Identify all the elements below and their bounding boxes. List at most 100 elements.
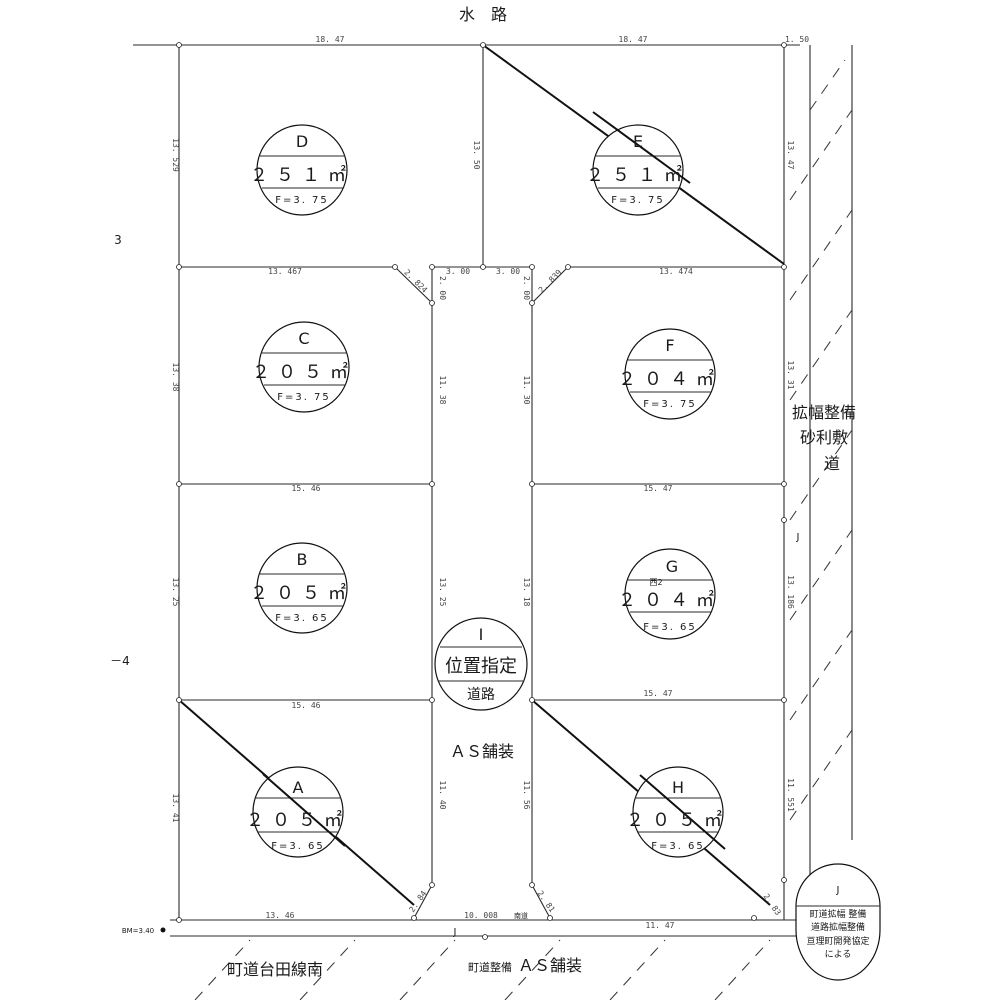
dim-d-left: 13. 529 [171,138,180,172]
right-road-label-1: 拡幅整備 [792,403,856,422]
lot-d[interactable]: D ２５１㎡ F=3. 75 [250,124,354,216]
dim-g-right: 13. 186 [786,575,795,609]
lot-b-circle [256,542,348,634]
dim-ef-divider: 13. 474 [659,267,693,276]
survey-points [176,42,813,940]
hatch-line [789,209,853,301]
lot-c-area: ２０５㎡ [252,361,356,383]
survey-point [529,300,535,306]
survey-point [480,42,486,48]
lot-b-f: F=3. 65 [275,613,329,624]
lot-a-diagonal [262,773,346,847]
lot-f-letter: F [665,336,674,355]
hatch-line [789,109,853,201]
lot-g-note: 西2 [649,578,662,587]
lot-c-letter: C [298,329,309,348]
dim-top-right: 18. 47 [619,35,648,44]
survey-point [529,264,535,270]
dim-corner-c: 2. 824 [402,268,429,295]
dim-c-right: 11. 38 [438,376,447,405]
survey-point [529,882,535,888]
dim-b-left: 13. 25 [171,578,180,607]
lot-a-f: F=3. 65 [271,841,325,852]
survey-point [547,915,553,921]
dim-top-strip: 1. 50 [785,35,809,44]
dim-corner-h-right: 2. 83 [761,892,782,917]
hatch-line [789,729,853,821]
lot-i-line2: 道路 [467,687,495,703]
lot-f-circle [624,328,716,420]
survey-point [781,264,787,270]
survey-point [176,481,182,487]
right-road-hatching [789,59,853,821]
survey-point [176,917,182,923]
hatch-line [789,529,853,621]
survey-point [781,517,787,523]
lot-f[interactable]: F ２０４㎡ F=3. 75 [618,328,722,420]
lot-h[interactable]: H ２０５㎡ F=3. 65 [626,766,730,858]
survey-point [411,915,417,921]
lot-i-designated-road[interactable]: I 位置指定 道路 [434,617,528,711]
dim-road-top-left: 3. 00 [446,267,470,276]
lot-a-circle [252,766,344,858]
legend-line4: による [825,949,852,960]
right-road-label-2: 砂利敷 [800,428,848,447]
lot-i-letter: I [479,625,484,644]
lot-b[interactable]: B ２０５㎡ F=3. 65 [250,542,354,634]
lot-h-area: ２０５㎡ [626,809,730,831]
left-mark-3: 3 [114,233,122,247]
survey-point [429,481,435,487]
hatch-line [714,939,771,1000]
lot-g[interactable]: G 西2 ２０４㎡ F=3. 65 [618,548,722,640]
dim-a-right: 11. 40 [438,781,447,810]
dim-h-left: 11. 56 [522,781,531,810]
survey-point [565,264,571,270]
lot-a-letter: A [293,778,304,797]
lot-c[interactable]: C ２０５㎡ F=3. 75 [252,321,356,413]
lot-f-area: ２０４㎡ [618,368,722,390]
dim-cb-divider: 15. 46 [292,484,321,493]
lot-e[interactable]: E ２５１㎡ F=3. 75 [586,111,691,216]
lot-a[interactable]: A ２０５㎡ F=3. 65 [246,766,350,858]
lot-lines [133,44,853,937]
survey-point [781,481,787,487]
legend-circle [795,863,881,981]
waterway-label: 水 路 [459,5,507,24]
lot-h-diagonal [639,774,726,850]
j-mark-bottom: J [453,927,457,938]
lot-g-letter: G [666,557,678,576]
dim-corner-f: 2. 839 [537,268,564,295]
survey-point [429,300,435,306]
survey-point [176,697,182,703]
lot-e-letter: E [633,132,643,151]
dim-e-right: 13. 47 [786,141,795,170]
lot-c-f: F=3. 75 [277,392,331,403]
dim-dc-divider: 13. 467 [268,267,302,276]
hatch-line [299,939,356,1000]
survey-point [429,697,435,703]
dim-bottom-h: 11. 47 [646,921,675,930]
bottom-road-name: 町道台田線南 [227,960,323,979]
dim-road-cut-left: 2. 00 [438,276,447,300]
dim-top-left: 18. 47 [316,35,345,44]
dim-f-right: 13. 31 [786,361,795,390]
lot-e-area: ２５１㎡ [586,164,690,186]
right-road-label-3: 道 [824,454,840,473]
survey-point [482,934,488,940]
lot-g-f: F=3. 65 [643,622,697,633]
hatch-line [789,309,853,401]
hatch-line [609,939,666,1000]
bottom-as-paving: ＡＳ舗装 [518,956,582,975]
bottom-road-hatching [194,939,771,1000]
lot-f-f: F=3. 75 [643,399,697,410]
lot-c-circle [258,321,350,413]
dim-fg-divider: 15. 47 [644,484,673,493]
road-cut-left [394,266,433,919]
lot-b-letter: B [297,550,308,569]
lot-d-area: ２５１㎡ [250,164,354,186]
lot-i-line1: 位置指定 [445,656,517,677]
dim-d-right: 13. 50 [472,141,481,170]
survey-point [429,264,435,270]
left-mark-minus4: －4 [110,654,130,668]
